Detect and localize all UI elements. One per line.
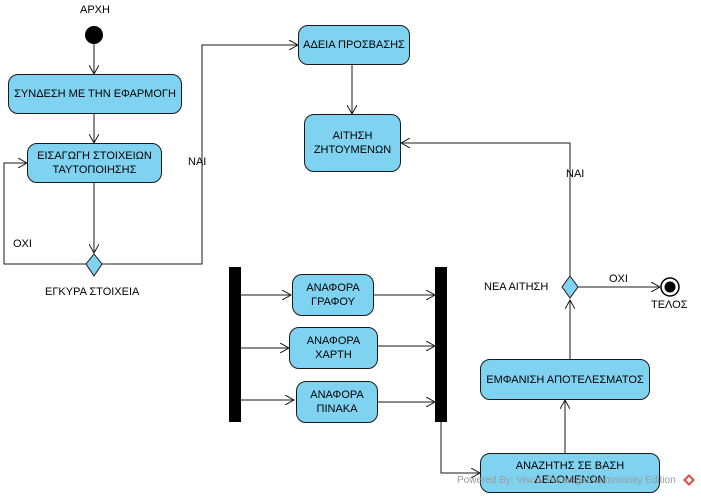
action-db-search: ΑΝΑΖΗΤΗΣ ΣΕ ΒΑΣΗ ΔΕΔΟΜΕΝΩΝ <box>480 453 660 493</box>
flow-decision-yes-to-access <box>102 45 298 265</box>
decision-valid-data <box>85 253 103 277</box>
guard-yes-new: ΝΑΙ <box>566 168 585 180</box>
action-identity-input: ΕΙΣΑΓΩΓΗ ΣΤΟΙΧΕΙΩΝ ΤΑΥΤΟΠΟΙΗΣΗΣ <box>27 143 162 183</box>
watermark-text: Powered By: Visual Paradigm Community Ed… <box>457 475 676 486</box>
join-bar <box>435 267 447 422</box>
action-report-painting: ΑΝΑΦΟΡΑ ΠΙΝΑΚΑ <box>296 381 378 423</box>
decision-new-request <box>561 275 579 299</box>
action-report-paper: ΑΝΑΦΟΡΑ ΧΑΡΤΗ <box>289 327 378 369</box>
action-login: ΣΥΝΔΕΣΗ ΜΕ ΤΗΝ ΕΦΑΡΜΟΓΗ <box>8 74 182 114</box>
guard-no-right: ΟΧΙ <box>609 273 628 285</box>
initial-node <box>85 26 103 44</box>
start-label: ΑΡΧΗ <box>80 4 110 16</box>
decision-valid-data-label: ΕΓΚΥΡΑ ΣΤΟΙΧΕΙΑ <box>45 286 140 298</box>
flow-decision-yes-to-request <box>401 143 571 276</box>
end-label: ΤΕΛΟΣ <box>651 299 688 311</box>
action-access-permission: ΑΔΕΙΑ ΠΡΟΣΒΑΣΗΣ <box>298 25 410 65</box>
flow-join-to-search <box>440 422 480 473</box>
visual-paradigm-logo-icon <box>683 474 695 486</box>
action-request-items: ΑΙΤΗΣΗ ΖΗΤΟΥΜΕΝΩΝ <box>304 114 401 172</box>
decision-new-request-label: ΝΕΑ ΑΙΤΗΣΗ <box>484 281 549 293</box>
action-show-results: ΕΜΦΑΝΙΣΗ ΑΠΟΤΕΛΕΣΜΑΤΟΣ <box>480 359 650 400</box>
guard-no-left: ΟΧΙ <box>13 238 32 250</box>
fork-bar <box>229 267 241 422</box>
guard-yes-valid: ΝΑΙ <box>188 156 207 168</box>
flow-decision-no-loop <box>3 163 86 265</box>
final-node-core <box>664 281 676 293</box>
action-report-writer: ΑΝΑΦΟΡΑ ΓΡΑΦΟΥ <box>292 274 374 316</box>
